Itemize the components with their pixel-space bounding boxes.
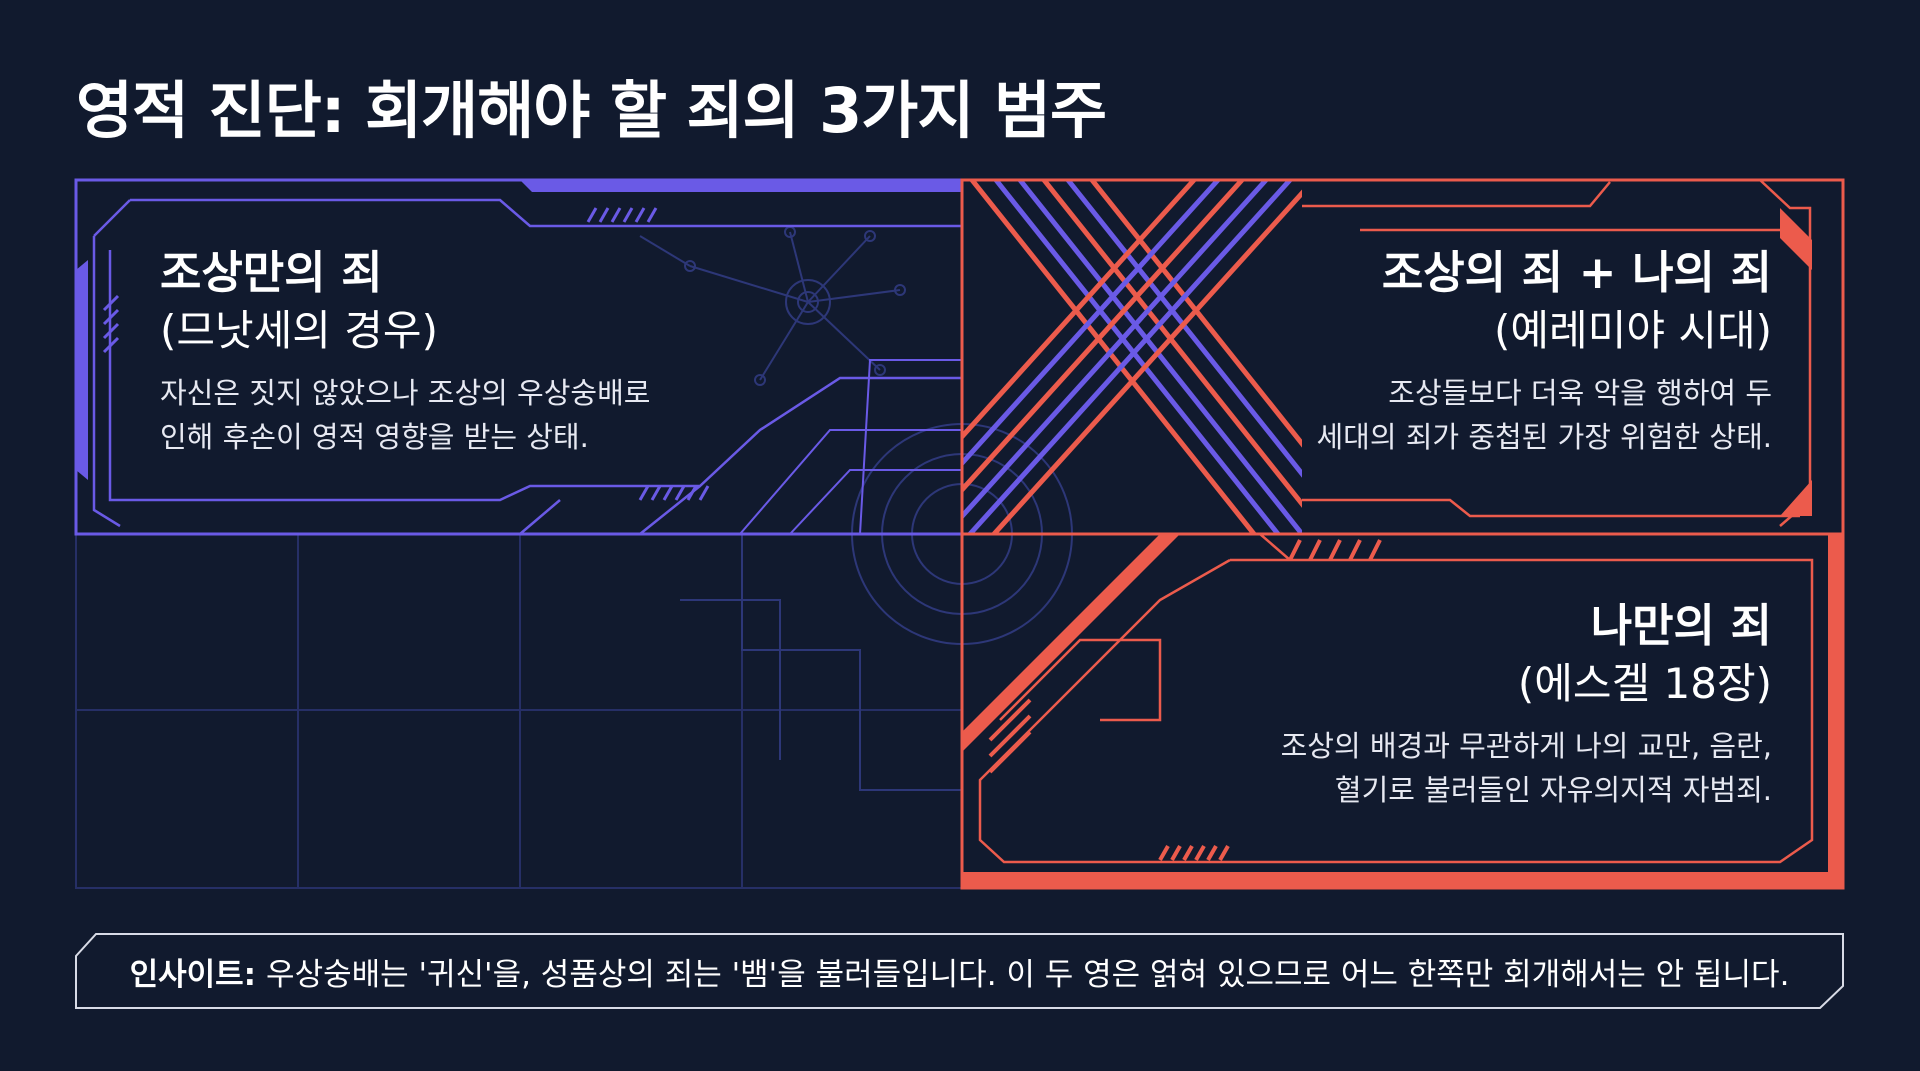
insight-box (75, 933, 1844, 1009)
category-mine-only: 나만의 죄 (에스겔 18장) 조상의 배경과 무관하게 나의 교만, 음란, … (1012, 598, 1772, 812)
description-line: 조상의 배경과 무관하게 나의 교만, 음란, (1280, 729, 1772, 763)
crossing-pattern (962, 180, 1302, 534)
frame-ancestors-and-my-sin (960, 178, 1845, 536)
page-title: 영적 진단: 회개해야 할 죄의 3가지 범주 (76, 74, 1107, 147)
category-ancestors-only: 조상만의 죄 (므낫세의 경우) 자신은 짓지 않았으나 조상의 우상숭배로 인… (160, 245, 780, 459)
frame-my-sin (960, 532, 1845, 890)
category-description: 조상들보다 더욱 악을 행하여 두 세대의 죄가 중첩된 가장 위험한 상태. (1052, 371, 1772, 459)
description-line: 인해 후손이 영적 영향을 받는 상태. (160, 420, 589, 454)
category-heading: 조상만의 죄 (160, 246, 383, 299)
category-ancestors-and-mine: 조상의 죄 + 나의 죄 (예레미야 시대) 조상들보다 더욱 악을 행하여 두… (1052, 245, 1772, 459)
description-line: 세대의 죄가 중첩된 가장 위험한 상태. (1316, 420, 1772, 454)
category-subheading: (에스겔 18장) (1517, 659, 1772, 708)
background-grid (75, 533, 963, 889)
insight-text: 우상숭배는 '귀신'을, 성품상의 죄는 '뱀'을 불러들입니다. 이 두 영은… (266, 956, 1790, 993)
description-line: 조상들보다 더욱 악을 행하여 두 (1388, 376, 1772, 410)
category-description: 조상의 배경과 무관하게 나의 교만, 음란, 혈기로 불러들인 자유의지적 자… (1012, 724, 1772, 812)
insight-label: 인사이트: (129, 956, 257, 993)
category-description: 자신은 짓지 않았으나 조상의 우상숭배로 인해 후손이 영적 영향을 받는 상… (160, 371, 780, 459)
category-heading: 조상의 죄 + 나의 죄 (1381, 246, 1772, 299)
category-heading: 나만의 죄 (1590, 599, 1772, 652)
category-subheading: (예레미야 시대) (1494, 306, 1772, 355)
insight-banner: 인사이트: 우상숭배는 '귀신'을, 성품상의 죄는 '뱀'을 불러들입니다. … (76, 934, 1843, 1008)
category-subheading: (므낫세의 경우) (160, 306, 438, 355)
description-line: 자신은 짓지 않았으나 조상의 우상숭배로 (160, 376, 651, 410)
description-line: 혈기로 불러들인 자유의지적 자범죄. (1334, 773, 1772, 807)
